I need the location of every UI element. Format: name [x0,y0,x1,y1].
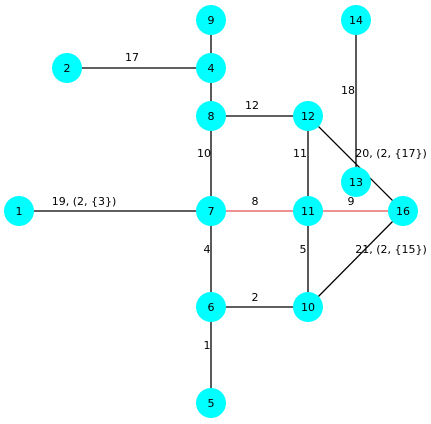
node-5: 5 [196,388,226,418]
edge-label-11-16: 9 [348,195,355,208]
edge-label-12-11: 11 [293,147,307,160]
node-circle-7 [196,196,226,226]
node-label-7: 7 [208,205,215,218]
edge-label-8-12: 12 [245,99,259,112]
edge-label-12-16: 20, (2, {17}) [355,147,427,160]
edge-label-14-13: 18 [341,84,355,97]
node-7: 7 [196,196,226,226]
node-circle-4 [196,53,226,83]
node-circle-13 [341,167,371,197]
edge-label-11-10: 5 [300,243,307,256]
node-circle-1 [4,196,34,226]
node-label-11: 11 [301,205,315,218]
node-label-8: 8 [208,110,215,123]
node-label-16: 16 [396,205,410,218]
node-6: 6 [196,292,226,322]
edge-label-6-5: 1 [204,339,211,352]
node-circle-11 [293,196,323,226]
edge-label-8-7: 10 [197,147,211,160]
node-circle-10 [293,292,323,322]
node-label-10: 10 [301,301,315,314]
node-16: 16 [388,196,418,226]
edge-label-7-6: 4 [204,243,211,256]
node-9: 9 [196,5,226,35]
edge-label-1-7: 19, (2, {3}) [52,195,117,208]
node-label-1: 1 [16,205,23,218]
node-12: 12 [293,101,323,131]
node-4: 4 [196,53,226,83]
edge-label-7-11: 8 [252,195,259,208]
node-13: 13 [341,167,371,197]
node-circle-5 [196,388,226,418]
node-circle-2 [52,53,82,83]
edge-10-16 [307,210,404,308]
edge-label-2-4: 17 [125,51,139,64]
edges-layer [19,20,404,403]
node-circle-6 [196,292,226,322]
node-label-9: 9 [208,14,215,27]
node-2: 2 [52,53,82,83]
node-label-2: 2 [64,62,71,75]
node-circle-8 [196,101,226,131]
node-circle-14 [341,5,371,35]
edge-label-10-16: 21, (2, {15}) [355,243,427,256]
node-label-14: 14 [349,14,363,27]
node-circle-16 [388,196,418,226]
node-label-6: 6 [208,301,215,314]
edge-12-16 [307,115,404,212]
node-10: 10 [293,292,323,322]
node-label-12: 12 [301,110,315,123]
node-circle-12 [293,101,323,131]
node-circle-9 [196,5,226,35]
node-8: 8 [196,101,226,131]
node-11: 11 [293,196,323,226]
node-label-4: 4 [208,62,215,75]
edge-label-6-10: 2 [252,291,259,304]
node-label-13: 13 [349,176,363,189]
node-1: 1 [4,196,34,226]
node-14: 14 [341,5,371,35]
node-label-5: 5 [208,397,215,410]
